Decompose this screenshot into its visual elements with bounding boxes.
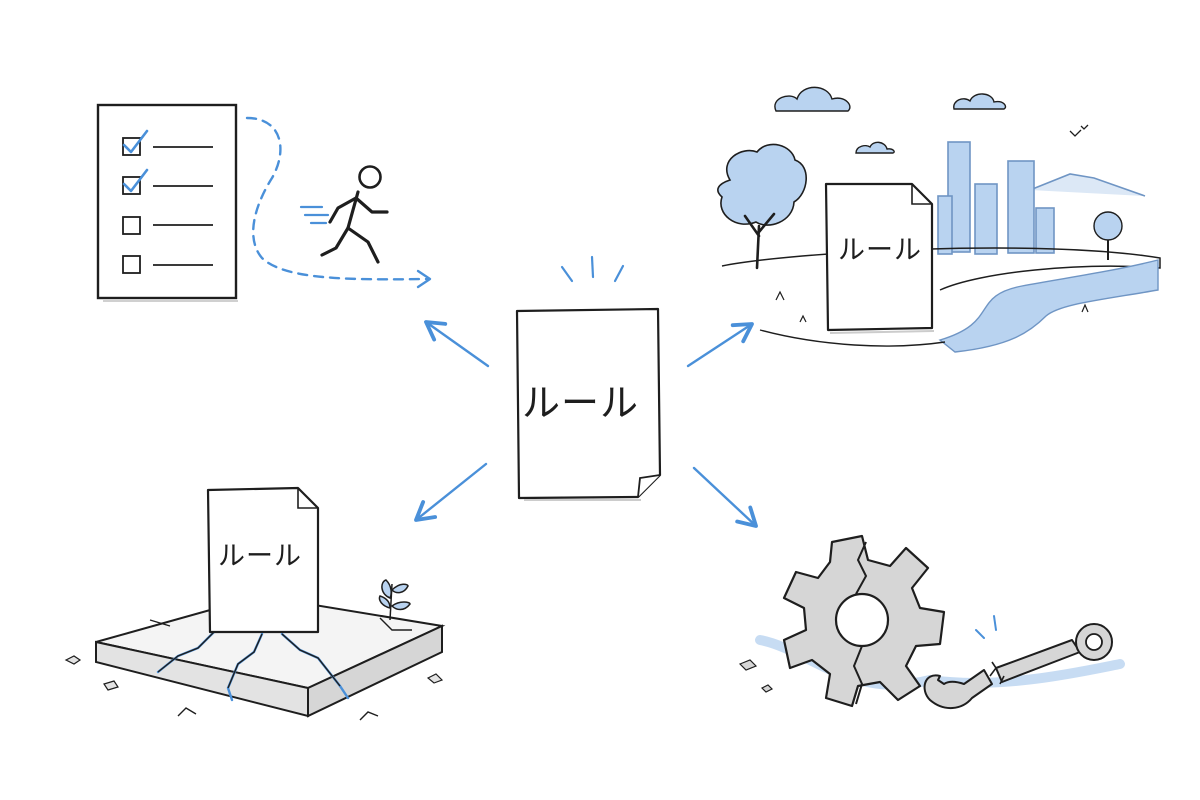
dashed-path [245, 116, 430, 281]
mountain [1029, 173, 1146, 197]
checklist-paper [96, 103, 238, 300]
checklist-item-4 [122, 255, 213, 274]
small-tree-icon [1093, 211, 1123, 260]
arrow-to-gear [692, 466, 758, 528]
crack-lines-dark [149, 617, 412, 721]
river [938, 259, 1159, 353]
checklist-item-1 [122, 137, 213, 156]
motion-lines [299, 205, 330, 225]
cracked-document-label: ルール [218, 541, 302, 572]
arrow-to-checklist [424, 320, 490, 368]
wrench-emphasis-marks [975, 615, 997, 639]
arrow-to-cracked [414, 462, 488, 522]
center-document-label: ルール [522, 381, 640, 425]
sprout-icon [378, 579, 411, 621]
checklist-item-2 [122, 176, 213, 195]
ground [721, 247, 1161, 291]
city-scene [717, 86, 1161, 353]
gear-icon [782, 534, 946, 708]
check-icon-2 [122, 168, 149, 193]
gear-debris [738, 659, 774, 693]
birds [1069, 124, 1089, 137]
checklist-scene [96, 103, 432, 302]
arrow-to-city [686, 322, 754, 368]
debris [64, 655, 444, 691]
cracked-document [206, 486, 320, 634]
wrench-icon [923, 623, 1113, 709]
cloud-icon [774, 86, 1007, 154]
center-document [515, 307, 662, 501]
cracked-scene [64, 486, 446, 721]
check-icon-1 [122, 129, 149, 154]
runner-icon [320, 165, 389, 264]
city-document [824, 182, 935, 334]
broken-gear-scene [738, 534, 1125, 709]
dashed-path-arrowhead [416, 269, 432, 289]
gear-crack [852, 541, 868, 705]
land-base [759, 329, 946, 347]
grass [775, 290, 1089, 323]
city-document-label: ルール [838, 235, 922, 266]
city-buildings [937, 141, 1055, 255]
checklist-item-3 [122, 216, 213, 235]
slab-right-face [307, 624, 443, 718]
wrench-break [989, 661, 1005, 685]
center-emphasis-marks [560, 255, 625, 283]
tree-icon [717, 143, 807, 270]
